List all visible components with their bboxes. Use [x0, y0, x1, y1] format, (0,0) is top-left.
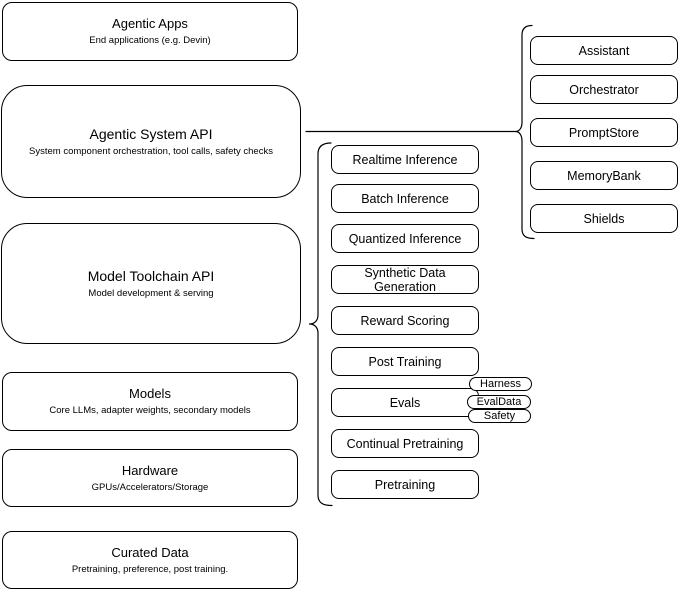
box-models: Models Core LLMs, adapter weights, secon…: [2, 372, 298, 431]
box-subtitle: System component orchestration, tool cal…: [29, 146, 273, 158]
box-title: Agentic System API: [89, 125, 213, 142]
box-evals: Evals: [331, 388, 479, 417]
box-pretraining: Pretraining: [331, 470, 479, 499]
box-subtitle: End applications (e.g. Devin): [89, 35, 211, 47]
box-batch-inference: Batch Inference: [331, 184, 479, 213]
box-subtitle: Core LLMs, adapter weights, secondary mo…: [49, 405, 251, 417]
box-title: Agentic Apps: [112, 16, 188, 32]
box-assistant: Assistant: [530, 36, 678, 65]
pill-evaldata: EvalData: [467, 395, 531, 409]
box-orchestrator: Orchestrator: [530, 75, 678, 104]
box-memorybank: MemoryBank: [530, 161, 678, 190]
box-label: Orchestrator: [569, 82, 639, 97]
box-label: Assistant: [578, 43, 630, 58]
box-model-toolchain-api: Model Toolchain API Model development & …: [1, 223, 301, 344]
pill-safety: Safety: [468, 409, 531, 423]
box-label: Reward Scoring: [360, 313, 450, 328]
pill-harness: Harness: [469, 377, 532, 391]
box-hardware: Hardware GPUs/Accelerators/Storage: [2, 449, 298, 507]
pill-label: EvalData: [476, 396, 522, 408]
box-agentic-apps: Agentic Apps End applications (e.g. Devi…: [2, 2, 298, 61]
box-post-training: Post Training: [331, 347, 479, 376]
box-continual-pretraining: Continual Pretraining: [331, 429, 479, 458]
box-quantized-inference: Quantized Inference: [331, 224, 479, 253]
box-label: Synthetic Data Generation: [364, 265, 446, 294]
box-title: Hardware: [121, 462, 179, 478]
box-title: Curated Data: [111, 544, 189, 560]
box-promptstore: PromptStore: [530, 118, 678, 147]
box-reward-scoring: Reward Scoring: [331, 306, 479, 335]
box-subtitle: Pretraining, preference, post training.: [71, 563, 229, 575]
box-subtitle: Model development & serving: [88, 288, 214, 300]
box-label: PromptStore: [568, 125, 640, 140]
box-label: Shields: [583, 211, 625, 226]
box-label: Post Training: [368, 354, 442, 369]
pill-label: Safety: [483, 410, 516, 422]
box-curated-data: Curated Data Pretraining, preference, po…: [2, 531, 298, 589]
box-label: Quantized Inference: [348, 231, 462, 246]
box-label: Batch Inference: [361, 191, 449, 206]
box-label: Continual Pretraining: [346, 436, 464, 451]
box-shields: Shields: [530, 204, 678, 233]
pill-label: Harness: [480, 378, 521, 390]
box-synthetic-data-generation: Synthetic Data Generation: [331, 265, 479, 294]
box-label: MemoryBank: [567, 168, 641, 183]
brace-toolchain-group: [308, 142, 333, 507]
box-title: Model Toolchain API: [87, 267, 215, 284]
box-realtime-inference: Realtime Inference: [331, 145, 479, 174]
box-label: Evals: [389, 395, 421, 410]
box-subtitle: GPUs/Accelerators/Storage: [91, 481, 209, 493]
box-agentic-system-api: Agentic System API System component orch…: [1, 85, 301, 198]
box-label: Realtime Inference: [352, 152, 458, 167]
box-label: Pretraining: [374, 477, 436, 492]
box-title: Models: [129, 386, 171, 402]
